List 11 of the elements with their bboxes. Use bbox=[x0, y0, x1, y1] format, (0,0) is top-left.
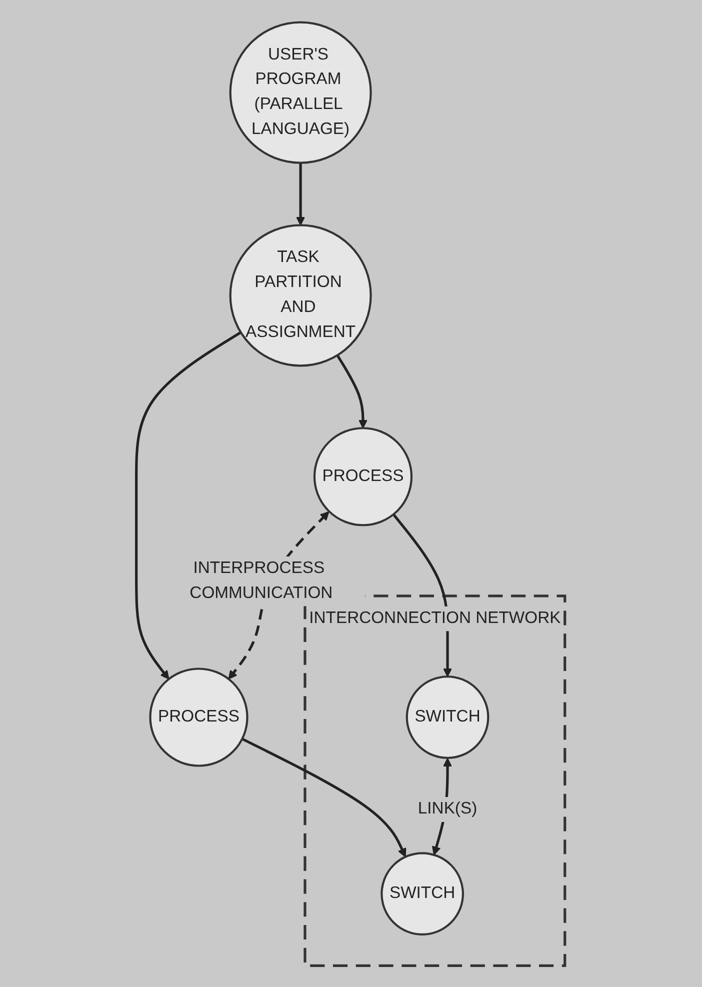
node-circle: SWITCH bbox=[406, 675, 490, 758]
node-circle: PROCESS bbox=[150, 667, 249, 766]
node-circle: TASK PARTITION AND ASSIGNMENT bbox=[230, 224, 372, 366]
node-circle: PROCESS bbox=[314, 426, 413, 526]
arrow bbox=[296, 162, 306, 226]
arrow bbox=[336, 354, 368, 428]
node-circle: USER'S PROGRAM (PARALLEL LANGUAGE) bbox=[230, 20, 372, 164]
node-circle: SWITCH bbox=[381, 852, 464, 935]
edge-label: LINK(S) bbox=[418, 800, 478, 818]
arrow bbox=[135, 330, 242, 679]
arrow bbox=[242, 737, 407, 857]
